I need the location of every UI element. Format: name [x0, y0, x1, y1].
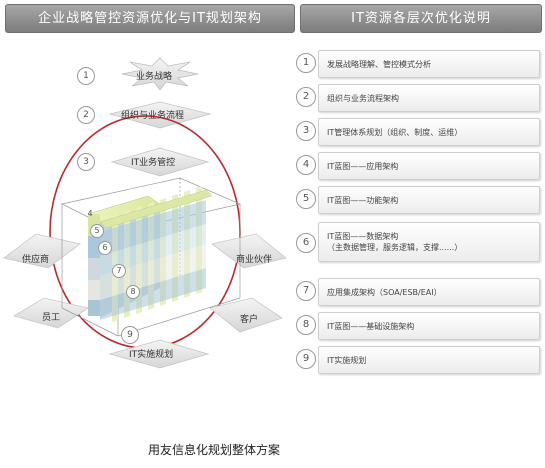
strategy-star-shape — [121, 57, 199, 91]
list-number: 2 — [296, 87, 316, 107]
list-number: 3 — [296, 121, 316, 141]
list-item-7: 7 应用集成架构（SOA/ESB/EAI） — [296, 278, 540, 306]
it-control-plate — [110, 147, 210, 177]
org-process-plate — [108, 101, 212, 129]
list-item-3: 3 IT管理体系规划（组织、制度、运维） — [296, 118, 540, 146]
list-number: 1 — [296, 53, 316, 73]
employee-label: 员工 — [42, 313, 61, 323]
cube-layer-bands — [100, 200, 206, 320]
list-text: IT蓝图——基础设施架构 — [327, 321, 415, 331]
right-section-header: IT资源各层次优化说明 — [300, 4, 542, 33]
supplier-panel — [3, 233, 81, 269]
list-text: IT蓝图——数据架构 — [327, 232, 399, 241]
list-number: 9 — [296, 349, 316, 369]
list-text: IT管理体系规划（组织、制度、运维） — [327, 127, 463, 137]
list-item-5: 5 IT蓝图——功能架构 — [296, 186, 540, 214]
step-circle-9: 9 — [121, 326, 139, 344]
list-item-4: 4 IT蓝图——应用架构 — [296, 152, 540, 180]
list-number: 5 — [296, 189, 316, 209]
list-number: 8 — [296, 315, 316, 335]
list-item-2: 2 组织与业务流程架构 — [296, 84, 540, 112]
implementation-plate — [108, 339, 210, 369]
step-circle-2: 2 — [77, 106, 95, 124]
list-text: IT蓝图——功能架构 — [327, 195, 399, 205]
cube-number-4: 4 — [87, 209, 93, 218]
list-number: 7 — [296, 281, 316, 301]
footer-caption: 用友信息化规划整体方案 — [148, 443, 281, 457]
cube-number-7: 7 — [112, 264, 126, 278]
list-text: IT蓝图——应用架构 — [327, 161, 399, 171]
list-item-8: 8 IT蓝图——基础设施架构 — [296, 312, 540, 340]
list-text: 组织与业务流程架构 — [327, 93, 399, 103]
it-control-label: IT业务管控 — [131, 158, 176, 168]
step-circle-1: 1 — [77, 67, 95, 85]
strategy-label: 业务战略 — [136, 72, 173, 82]
partner-panel — [211, 233, 287, 269]
list-text: IT实施规划 — [327, 355, 367, 365]
layered-cube — [87, 186, 213, 322]
cube-number-6: 6 — [98, 241, 112, 255]
partner-label: 商业伙伴 — [236, 255, 273, 265]
list-item-1: 1 发展战略理解、管控模式分析 — [296, 50, 540, 78]
customer-panel — [209, 297, 283, 333]
supplier-label: 供应商 — [22, 255, 50, 265]
implementation-label: IT实施规划 — [129, 350, 174, 360]
cube-number-5: 5 — [90, 224, 104, 238]
list-text: 应用集成架构（SOA/ESB/EAI） — [327, 287, 442, 297]
left-section-header: 企业战略管控资源优化与IT规划架构 — [5, 4, 295, 33]
list-number: 4 — [296, 155, 316, 175]
list-number: 6 — [296, 233, 316, 253]
list-item-9: 9 IT实施规划 — [296, 346, 540, 374]
list-subtext: （主数据管理，服务逻辑，支撑......） — [327, 243, 463, 252]
architecture-diagram — [3, 57, 287, 369]
org-process-label: 组织与业务流程 — [121, 111, 185, 121]
cube-number-8: 8 — [126, 285, 140, 299]
customer-label: 客户 — [240, 315, 259, 325]
step-circle-3: 3 — [77, 153, 95, 171]
list-text: 发展战略理解、管控模式分析 — [327, 59, 431, 69]
list-item-6: 6 IT蓝图——数据架构 （主数据管理，服务逻辑，支撑......） — [296, 222, 540, 262]
